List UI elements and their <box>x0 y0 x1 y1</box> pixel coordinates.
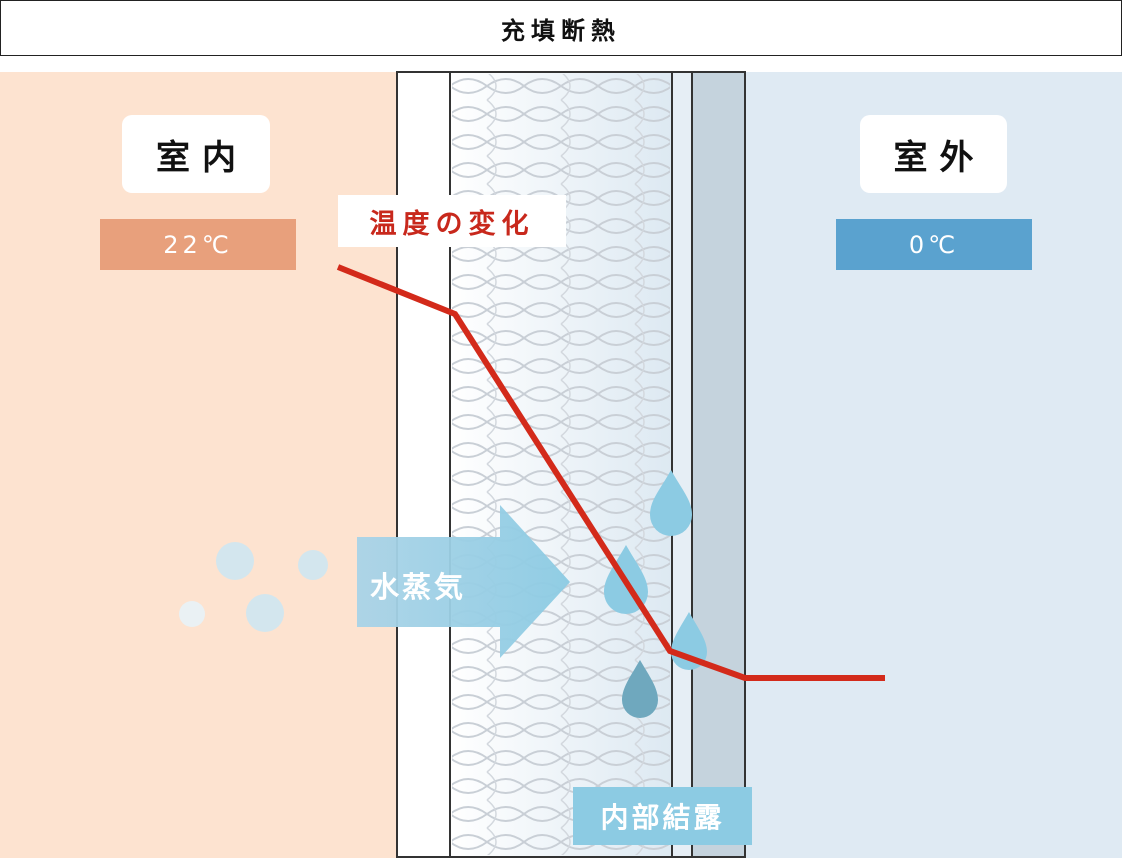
water-vapor-bubble-icon <box>246 594 284 632</box>
water-droplet-icon <box>622 660 658 718</box>
outdoor-zone <box>745 72 1122 858</box>
outdoor-temperature-badge: 0℃ <box>836 219 1032 270</box>
outdoor-label: 室外 <box>860 115 1007 193</box>
exterior-board <box>691 71 746 858</box>
temperature-change-label: 温度の変化 <box>338 195 566 247</box>
title-bar: 充填断熱 <box>0 0 1122 56</box>
indoor-temperature-badge: 22℃ <box>100 219 296 270</box>
water-droplet-icon <box>650 470 692 536</box>
indoor-label: 室内 <box>122 115 270 193</box>
water-vapor-bubble-icon <box>216 542 254 580</box>
water-vapor-bubble-icon <box>179 601 205 627</box>
temperature-line <box>336 264 885 681</box>
diagram-title: 充填断熱 <box>501 16 621 45</box>
condensation-label: 内部結露 <box>573 787 752 845</box>
water-vapor-bubble-icon <box>298 550 328 580</box>
vapor-arrow-icon <box>357 505 570 658</box>
air-layer <box>671 71 693 858</box>
vapor-label: 水蒸気 <box>370 570 467 604</box>
interior-board <box>396 71 451 858</box>
indoor-zone <box>0 72 398 858</box>
